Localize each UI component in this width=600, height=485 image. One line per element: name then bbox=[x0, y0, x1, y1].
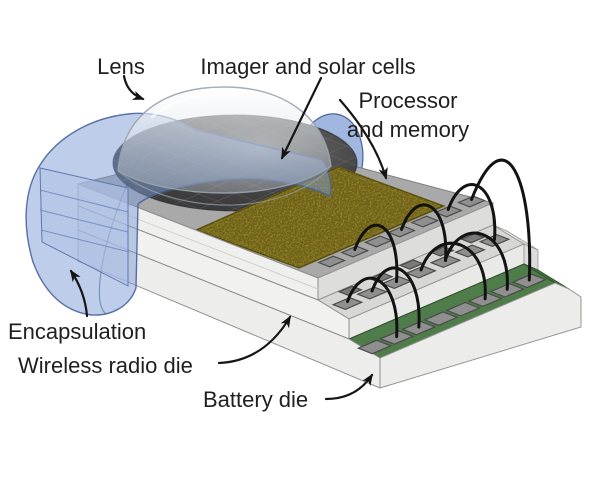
bond-pad bbox=[356, 286, 388, 300]
wire-bond bbox=[470, 158, 532, 282]
processor-memory-die bbox=[194, 166, 446, 269]
wire-bond bbox=[446, 183, 497, 241]
bond-pad bbox=[405, 265, 437, 279]
bond-pad bbox=[387, 225, 416, 238]
arrow-radio bbox=[217, 315, 292, 365]
encapsulation-cut-face bbox=[39, 167, 129, 287]
bond-pad bbox=[340, 245, 370, 258]
wire-bond bbox=[353, 224, 399, 283]
bond-pad bbox=[433, 205, 463, 218]
bond-pad bbox=[317, 255, 346, 268]
bond-pad bbox=[457, 195, 486, 208]
wire-bond bbox=[419, 241, 487, 301]
arrow-imager bbox=[280, 76, 323, 160]
arrow-battery bbox=[324, 373, 374, 401]
bond-pad bbox=[331, 296, 364, 311]
bond-pad bbox=[445, 301, 481, 317]
bond-pad bbox=[460, 233, 486, 244]
wire-bond bbox=[346, 276, 399, 339]
arrow-lens bbox=[122, 74, 145, 101]
label-processor-line1: Processor bbox=[358, 88, 458, 113]
bond-pad bbox=[410, 215, 440, 228]
bond-pads-top-die bbox=[317, 195, 486, 268]
label-encapsulation: Encapsulation bbox=[8, 319, 147, 344]
cut-face-layer-lines bbox=[39, 189, 130, 253]
label-processor: Processor and memory bbox=[333, 86, 483, 144]
arrow-encapsulation bbox=[69, 269, 89, 318]
label-lens: Lens bbox=[97, 54, 145, 79]
arrow-processor bbox=[338, 98, 388, 180]
wire-bond bbox=[444, 231, 509, 291]
label-imager: Imager and solar cells bbox=[200, 54, 416, 79]
label-processor-line2: and memory bbox=[346, 117, 470, 142]
annotation-arrows bbox=[69, 74, 388, 401]
wire-bond bbox=[370, 266, 421, 329]
bond-pad bbox=[429, 246, 455, 257]
bond-pad bbox=[356, 339, 393, 355]
label-battery: Battery die bbox=[203, 387, 309, 412]
bond-pad bbox=[423, 311, 459, 326]
label-radio: Wireless radio die bbox=[18, 353, 193, 378]
lens-highlight bbox=[150, 92, 240, 119]
lens-dome bbox=[117, 86, 332, 206]
wire-bonds bbox=[346, 158, 532, 339]
bond-pads-battery-die bbox=[356, 273, 548, 355]
